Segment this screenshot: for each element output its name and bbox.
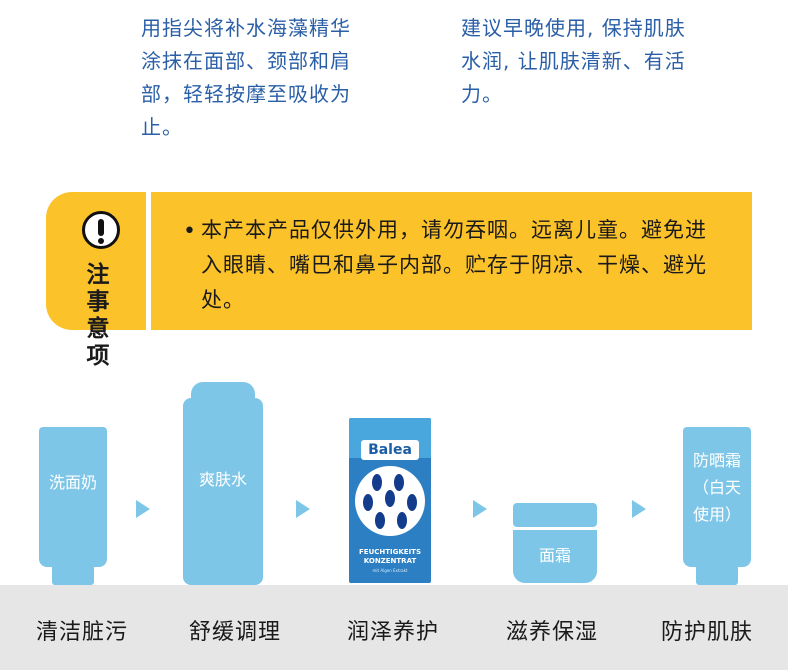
arrow-icon bbox=[136, 500, 150, 518]
usage-instructions-right: 建议早晚使用, 保持肌肤水润, 让肌肤清新、有活力。 bbox=[461, 16, 686, 106]
balea-product-box: Balea FEUCHTIGKEITS KONZENTRAT mit Algen… bbox=[349, 418, 431, 583]
step-label: 防护肌肤 bbox=[661, 620, 754, 645]
balea-subtitle: mit Algen Extrakt bbox=[372, 568, 408, 573]
exclamation-icon bbox=[82, 211, 120, 249]
step-label: 清洁脏污 bbox=[36, 620, 129, 645]
arrow-icon bbox=[473, 500, 487, 518]
step-label: 滋养保湿 bbox=[506, 620, 599, 645]
sunscreen-label: 防晒霜（白天使用） bbox=[692, 451, 741, 524]
capsules-illustration bbox=[355, 466, 425, 536]
balea-logo: Balea bbox=[361, 440, 419, 460]
arrow-icon bbox=[296, 500, 310, 518]
cream-label: 面霜 bbox=[538, 546, 571, 565]
toner-label: 爽肤水 bbox=[198, 470, 247, 489]
cream-jar-illustration: 面霜 bbox=[513, 530, 597, 583]
notice-divider bbox=[146, 192, 151, 330]
balea-product-name: FEUCHTIGKEITS KONZENTRAT bbox=[359, 548, 421, 565]
step-label: 润泽养护 bbox=[347, 620, 440, 645]
cleanser-tube-illustration: 洗面奶 bbox=[39, 427, 107, 567]
sunscreen-cap bbox=[696, 565, 738, 585]
step-label: 舒缓调理 bbox=[189, 620, 282, 645]
cleanser-label: 洗面奶 bbox=[48, 473, 97, 492]
sunscreen-tube-illustration: 防晒霜（白天使用） bbox=[683, 427, 751, 567]
notice-title: 注 事 意 项 bbox=[86, 262, 116, 369]
toner-bottle-illustration: 爽肤水 bbox=[183, 398, 263, 585]
usage-instructions-left: 用指尖将补水海藻精华涂抹在面部、颈部和肩部，轻轻按摩至吸收为止。 bbox=[141, 16, 351, 139]
cleanser-cap bbox=[52, 565, 94, 585]
notice-panel bbox=[46, 192, 752, 330]
notice-text: 本产本产品仅供外用，请勿吞咽。远离儿童。避免进入眼睛、嘴巴和鼻子内部。贮存于阴凉… bbox=[201, 218, 707, 312]
notice-bullet: • bbox=[183, 219, 196, 244]
steps-band bbox=[0, 585, 788, 670]
cream-jar-lid bbox=[513, 503, 597, 527]
arrow-icon bbox=[632, 500, 646, 518]
